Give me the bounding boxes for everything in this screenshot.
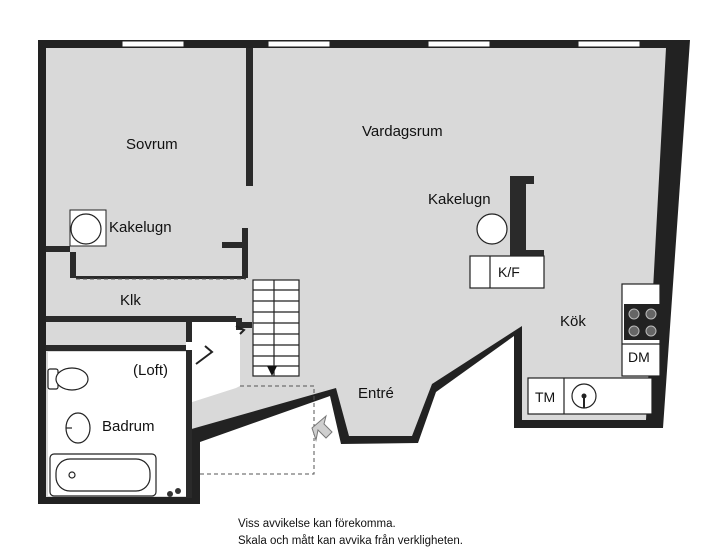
room-label-vardagsrum: Vardagsrum <box>362 123 443 140</box>
toilet-icon <box>47 367 89 391</box>
wall-bath-top <box>46 345 186 351</box>
kakelugn-left-icon <box>70 213 102 245</box>
loft-door <box>195 325 246 365</box>
room-label-entre: Entré <box>358 385 394 402</box>
bathtub-icon <box>49 453 157 497</box>
label-dm: DM <box>628 349 650 365</box>
wall-klk-side <box>186 316 192 342</box>
stair-arrow-icon <box>267 366 277 376</box>
washbasin-icon <box>65 412 91 444</box>
room-label-kakelugn-right: Kakelugn <box>428 191 491 208</box>
wall-klk-bottom <box>46 316 186 322</box>
stairs <box>252 279 300 377</box>
wall-bath-right <box>186 350 192 498</box>
window <box>577 40 641 48</box>
wall-kf-ledge <box>526 250 544 256</box>
hob-icon <box>645 325 657 337</box>
wall-divider <box>242 228 248 278</box>
kakelugn-right-icon <box>476 213 508 245</box>
disclaimer: Viss avvikelse kan förekomma. Skala och … <box>238 516 558 550</box>
wall-klk-top <box>76 276 246 279</box>
disclaimer-line-1: Viss avvikelse kan förekomma. <box>238 518 396 530</box>
drain-icon <box>167 488 181 497</box>
interior-walls <box>46 48 544 498</box>
room-label-klk: Klk <box>120 292 141 309</box>
room-label-badrum: Badrum <box>102 418 155 435</box>
hob-icon <box>645 308 657 320</box>
loft-outline <box>76 278 315 475</box>
wall-sovrum-bottom <box>70 252 76 278</box>
room-label-loft: (Loft) <box>133 362 168 379</box>
label-kf: K/F <box>498 264 520 280</box>
window <box>427 40 491 48</box>
wall-loft-top <box>192 316 236 322</box>
windows <box>121 40 641 48</box>
label-tm: TM <box>535 389 555 405</box>
loft-floor <box>186 322 240 404</box>
wall-stair <box>236 322 252 328</box>
wall-kf-block <box>526 176 534 184</box>
room-label-sovrum: Sovrum <box>126 136 178 153</box>
window <box>121 40 185 48</box>
hob-icon <box>628 325 640 337</box>
disclaimer-line-2: Skala och mått kan avvika från verklighe… <box>238 535 464 547</box>
entrance-arrow-icon <box>311 414 333 442</box>
wall-kf-block <box>510 176 526 256</box>
kf-cabinet <box>469 255 545 289</box>
wall-sovrum-bottom <box>46 246 70 252</box>
wall-sovrum-vardagsrum <box>246 48 253 186</box>
wall-divider <box>222 242 248 248</box>
hob-icon <box>628 308 640 320</box>
faucet-head <box>581 393 587 399</box>
room-label-kakelugn-left: Kakelugn <box>109 219 172 236</box>
room-label-kok: Kök <box>560 313 586 330</box>
window <box>267 40 331 48</box>
